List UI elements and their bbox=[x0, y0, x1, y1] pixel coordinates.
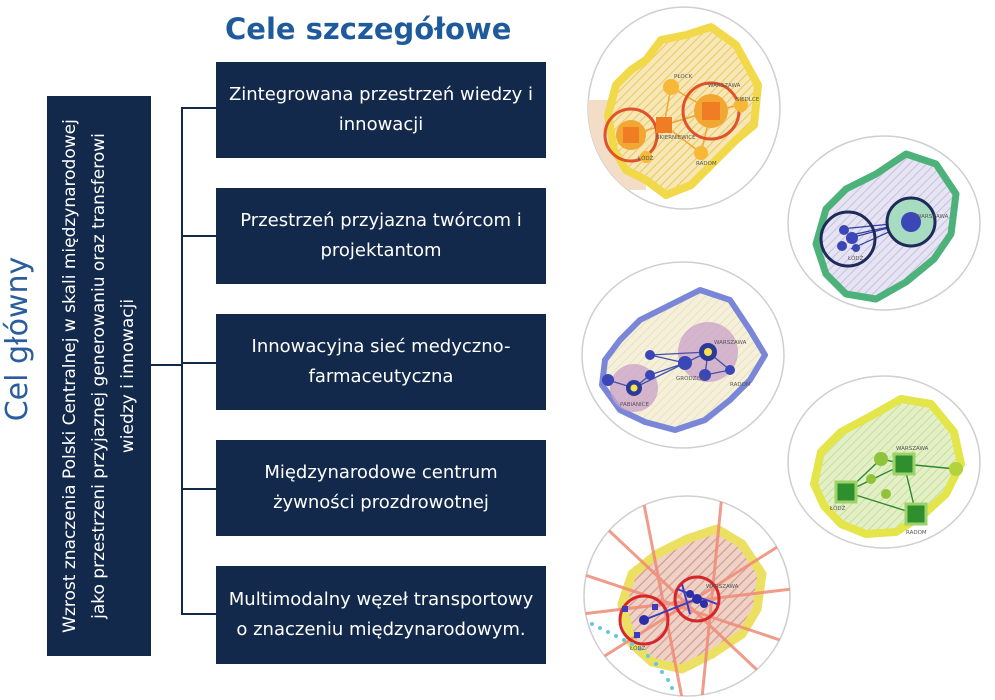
map1-label-siedlce: SIEDLCE bbox=[736, 97, 760, 103]
objective-label-3: Innowacyjna sieć medyczno-farmaceutyczna bbox=[251, 336, 511, 387]
objective-label-4: Międzynarodowe centrum żywności prozdrow… bbox=[264, 462, 498, 513]
connector-branch-1 bbox=[181, 107, 216, 109]
map1-label-radom: RADOM bbox=[696, 161, 717, 167]
objective-label-1: Zintegrowana przestrzeń wiedzy i innowac… bbox=[228, 84, 534, 135]
map3-label-grodzisk: GRODZISK bbox=[676, 376, 706, 382]
map1-label-lodz: ŁÓDŹ bbox=[637, 154, 654, 162]
map3-label-warszawa: WARSZAWA bbox=[714, 340, 747, 346]
map-transport-hub: ŁÓDŹ WARSZAWA bbox=[583, 495, 791, 697]
map2-label-warszawa: WARSZAWA bbox=[916, 214, 949, 220]
map4-label-radom: RADOM bbox=[906, 530, 927, 536]
objective-label-5: Multimodalny węzeł transportowy o znacze… bbox=[228, 589, 534, 640]
objective-box-2: Przestrzeń przyjazna twórcom i projektan… bbox=[216, 188, 546, 284]
map3-label-radom: RADOM bbox=[730, 382, 751, 388]
map1-label-warszawa: WARSZAWA bbox=[708, 83, 741, 89]
map2-label-lodz: ŁÓDŹ bbox=[847, 254, 864, 262]
connector-trunk bbox=[151, 364, 183, 366]
connector-branch-5 bbox=[181, 613, 216, 615]
connector-branch-4 bbox=[181, 488, 216, 490]
objective-box-4: Międzynarodowe centrum żywności prozdrow… bbox=[216, 440, 546, 536]
connector-branch-3 bbox=[181, 362, 216, 364]
map5-label-warszawa: WARSZAWA bbox=[706, 584, 739, 590]
objective-label-2: Przestrzeń przyjazna twórcom i projektan… bbox=[240, 210, 522, 261]
objective-box-3: Innowacyjna sieć medyczno-farmaceutyczna bbox=[216, 314, 546, 410]
objective-box-5: Multimodalny węzeł transportowy o znacze… bbox=[216, 566, 546, 664]
map1-label-skierniewice: SKIERNIEWICE bbox=[656, 135, 696, 141]
specific-goals-heading: Cele szczegółowe bbox=[225, 12, 512, 46]
main-goal-title: Cel główny bbox=[0, 256, 35, 422]
map1-label-plock: PŁOCK bbox=[674, 74, 693, 80]
map3-label-pabianice: PABIANICE bbox=[620, 402, 649, 408]
map-medical-pharma: WARSZAWA PABIANICE GRODZISK RADOM bbox=[581, 261, 785, 449]
main-goal-box: Wzrost znaczenia Polski Centralnej w ska… bbox=[47, 96, 151, 656]
connector-branch-2 bbox=[181, 235, 216, 237]
map-knowledge-innovation: PŁOCK WARSZAWA SKIERNIEWICE ŁÓDŹ SIEDLCE… bbox=[587, 6, 781, 210]
map4-label-lodz: ŁÓDŹ bbox=[829, 504, 846, 512]
map5-label-lodz: ŁÓDŹ bbox=[629, 644, 646, 652]
connector-vertical bbox=[181, 107, 183, 615]
map4-label-warszawa: WARSZAWA bbox=[896, 446, 929, 452]
main-goal-text: Wzrost znaczenia Polski Centralnej w ska… bbox=[59, 119, 138, 633]
objective-box-1: Zintegrowana przestrzeń wiedzy i innowac… bbox=[216, 62, 546, 158]
map-creators-designers: WARSZAWA ŁÓDŹ bbox=[787, 135, 981, 311]
map-healthy-food: WARSZAWA RADOM ŁÓDŹ bbox=[787, 375, 981, 549]
